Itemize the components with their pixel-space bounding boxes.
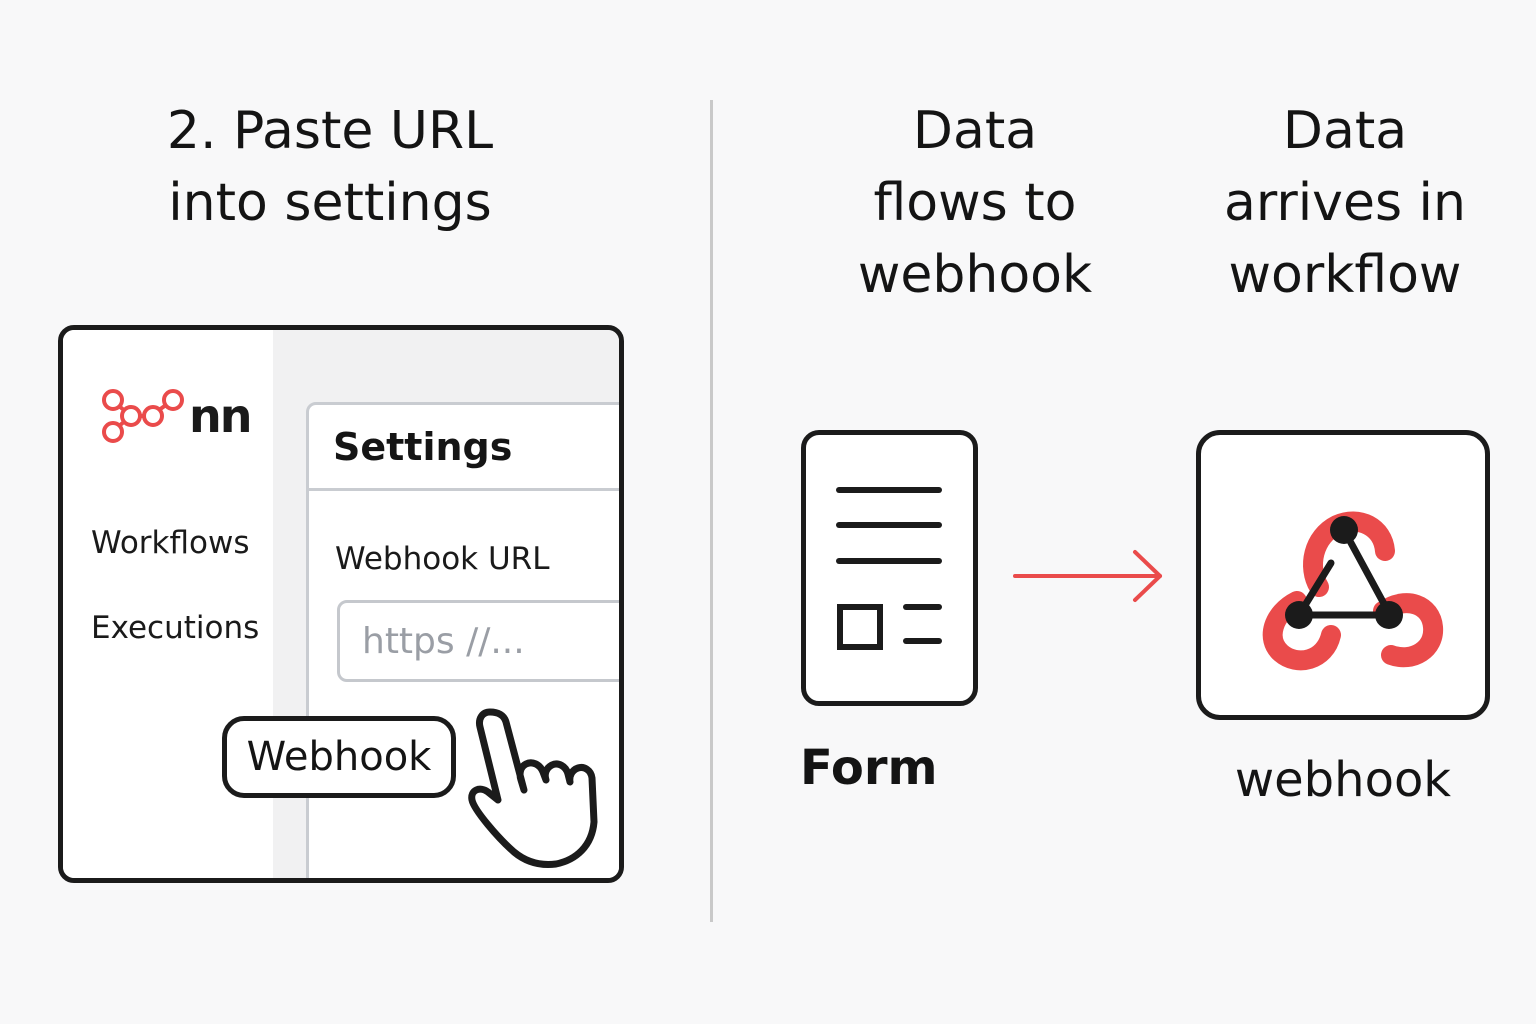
n8n-logo-icon [102, 389, 184, 443]
form-document-icon [836, 487, 942, 650]
webhook-card [1196, 430, 1490, 720]
settings-title: Settings [309, 405, 619, 491]
webhook-icon [1262, 511, 1444, 671]
app-sidebar: nn Workflows Executions [63, 330, 273, 878]
arrive-title-line-2: arrives in [1224, 173, 1466, 233]
webhook-label: webhook [1234, 752, 1452, 808]
flow-title-line-3: webhook [857, 245, 1093, 305]
form-label: Form [800, 740, 938, 796]
n8n-logo-text: nn [189, 389, 252, 443]
flow-title-line-1: Data [912, 101, 1038, 161]
flow-title: Data flows to webhook [810, 95, 1140, 311]
sidebar-item-executions[interactable]: Executions [91, 610, 260, 646]
arrive-title: Data arrives in workflow [1180, 95, 1510, 311]
step-title-line-1: 2. Paste URL [166, 101, 494, 161]
n8n-logo: nn [101, 388, 252, 444]
flow-title-line-2: flows to [873, 173, 1077, 233]
webhook-url-input[interactable] [337, 600, 619, 682]
form-card [801, 430, 978, 706]
arrive-title-line-1: Data [1282, 101, 1408, 161]
section-divider [710, 100, 713, 922]
arrive-title-line-3: workflow [1228, 245, 1462, 305]
webhook-node-button[interactable]: Webhook [222, 716, 456, 798]
step-title: 2. Paste URL into settings [120, 95, 540, 239]
step-title-line-2: into settings [168, 173, 492, 233]
pointing-hand-cursor-icon [468, 708, 598, 868]
webhook-url-label: Webhook URL [335, 541, 550, 577]
arrow-right-icon [1013, 550, 1162, 602]
sidebar-item-workflows[interactable]: Workflows [91, 525, 250, 561]
